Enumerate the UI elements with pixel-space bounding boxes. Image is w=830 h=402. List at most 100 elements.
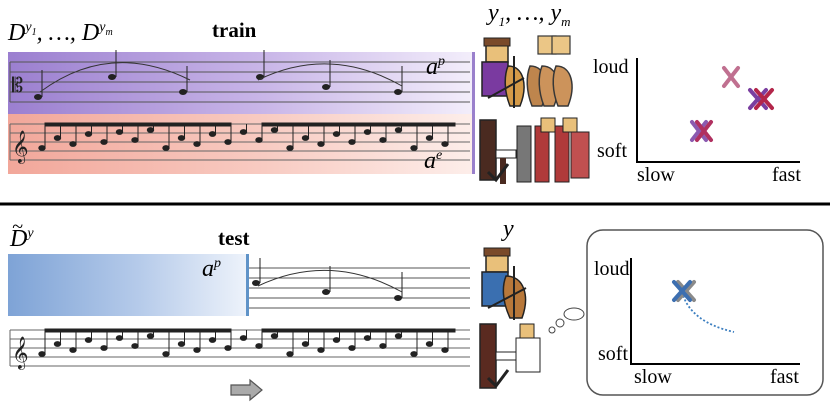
tilde-mark: ~ (12, 216, 23, 238)
eighth-note (363, 335, 372, 341)
eighth-note (38, 351, 46, 357)
eighth-note (53, 135, 62, 141)
eighth-note (441, 347, 449, 353)
eighth-note (270, 127, 279, 133)
train-players-label: y1, …, ym (488, 0, 571, 30)
eighth-note (332, 337, 341, 343)
test-accomp-band (8, 254, 248, 316)
eighth-note (100, 345, 108, 351)
test-accomp-base: a (202, 256, 214, 282)
demo-sub1: 1 (31, 26, 37, 38)
test-x-high-label: fast (770, 366, 799, 388)
test-accomp-sup: p (214, 256, 221, 271)
eighth-note (441, 141, 449, 147)
train-band-divider (472, 52, 475, 174)
eighth-note (115, 129, 124, 135)
demo-sup2: y (99, 20, 106, 35)
note-beam (261, 328, 456, 333)
test-band-divider (246, 254, 249, 316)
train-accomp-label: ap (426, 54, 445, 81)
eighth-note (332, 131, 341, 137)
test-title: test (218, 226, 250, 250)
eighth-note (69, 347, 77, 353)
test-cellist-icon (481, 247, 527, 320)
demo-base: D (8, 20, 26, 46)
eighth-note (286, 145, 294, 151)
eighth-note (162, 145, 170, 151)
ensemble-sup: e (436, 148, 443, 163)
eighth-note (286, 351, 294, 357)
train-pianists-icon (479, 117, 590, 184)
eighth-note (379, 343, 387, 349)
demo-sep: , …, (36, 20, 82, 46)
eighth-note (239, 335, 248, 341)
alto-clef-icon: 𝄡 (12, 73, 23, 97)
eighth-note (193, 347, 201, 353)
eighth-note (394, 127, 403, 133)
eighth-note (348, 139, 356, 145)
eighth-note (177, 341, 186, 347)
eighth-note (348, 345, 356, 351)
eighth-note (317, 347, 325, 353)
train-style-points (690, 66, 774, 142)
players-s1: 1 (498, 13, 506, 29)
note-beam (261, 122, 456, 127)
eighth-note (317, 141, 325, 147)
test-y-high-label: loud (594, 258, 630, 280)
eighth-note (224, 139, 232, 145)
players-y2: y (550, 0, 562, 26)
train-ensemble-label: ae (424, 148, 442, 175)
eighth-note (162, 351, 170, 357)
accomp-base: a (426, 54, 438, 80)
train-y-low-label: soft (597, 140, 627, 162)
eighth-note (208, 131, 217, 137)
note-beam (44, 122, 232, 127)
demo-sub2: m (105, 26, 113, 38)
eighth-note (394, 333, 403, 339)
demo-sup1: y (25, 20, 32, 35)
accomp-sup: p (438, 54, 445, 69)
train-x-low-label: slow (637, 164, 675, 186)
note-beam (44, 328, 232, 333)
eighth-note (131, 137, 139, 143)
demo-tilde-base: ~D (10, 216, 28, 252)
play-arrow-icon (230, 378, 263, 402)
eighth-note (177, 135, 186, 141)
test-demo-base: D (10, 226, 28, 252)
test-y-low-label: soft (598, 343, 628, 365)
eighth-note (69, 141, 77, 147)
eighth-note (193, 141, 201, 147)
treble-clef-icon: 𝄞 (12, 130, 29, 164)
test-style-axes (630, 258, 800, 365)
test-eighth-notes (38, 328, 456, 357)
train-viola-staff (9, 61, 470, 103)
train-style-axes (636, 58, 800, 163)
eighth-note (410, 351, 418, 357)
train-title: train (212, 18, 257, 42)
eighth-note (301, 135, 310, 141)
eighth-note (38, 145, 46, 151)
train-y-high-label: loud (593, 56, 629, 78)
eighth-note (224, 345, 232, 351)
train-viola-notes (34, 50, 403, 100)
ensemble-base: a (424, 148, 436, 174)
thought-bubble-icon (548, 307, 585, 334)
eighth-note (255, 137, 263, 143)
eighth-note (146, 333, 155, 339)
test-x-low-label: slow (634, 366, 672, 388)
eighth-note (425, 135, 434, 141)
train-demo-label: Dy1, …, Dym (8, 20, 113, 47)
eighth-note (84, 131, 93, 137)
eighth-note (131, 343, 139, 349)
eighth-note (53, 341, 62, 347)
train-cellists-icon (481, 35, 573, 108)
players-sep: , …, (505, 0, 551, 26)
train-x-high-label: fast (772, 164, 801, 186)
players-s2: m (561, 13, 571, 29)
eighth-note (115, 335, 124, 341)
test-demo-label: ~Dy (10, 216, 34, 253)
eighth-note (270, 333, 279, 339)
eighth-note (84, 337, 93, 343)
eighth-note (379, 137, 387, 143)
